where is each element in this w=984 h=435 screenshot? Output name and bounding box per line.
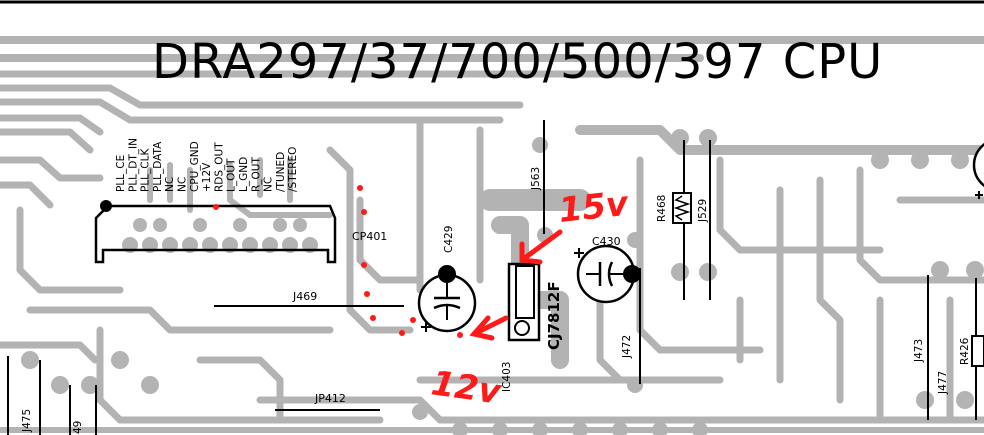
- header-pin-label: PLL_CLK: [140, 148, 152, 192]
- jumper-lines: [7, 120, 977, 435]
- resistor-r468: [672, 192, 692, 224]
- label-cp401: CP401: [352, 230, 387, 243]
- resistor-r426: [971, 335, 984, 367]
- header-pin-label: PLL_DATA: [152, 141, 164, 192]
- label-c430: C430: [592, 235, 621, 248]
- label-j563: J563: [530, 167, 542, 191]
- header-pin-label: NC: [177, 177, 189, 192]
- pin1-marker: [100, 200, 112, 212]
- annotation-input-voltage: 15v: [557, 184, 632, 231]
- header-pin-label: PLL_DT_IN: [127, 138, 139, 192]
- label-jp412: JP412: [314, 392, 346, 405]
- label-j472: J472: [621, 335, 633, 359]
- capacitor-c430: [574, 244, 641, 304]
- regulator-ic403: [507, 262, 541, 342]
- label-j473: J473: [913, 339, 925, 363]
- label-c429: C429: [443, 226, 455, 253]
- header-pin-label: R_OUT: [250, 157, 262, 192]
- board-title: DRA297/37/700/500/397 CPU: [152, 34, 883, 90]
- label-ic403: IC403: [501, 362, 513, 392]
- annotation-output-voltage: 12v: [429, 363, 505, 413]
- capacitor-c429: [417, 265, 477, 333]
- label-r426: R426: [959, 337, 971, 365]
- partial-component-right: [972, 142, 984, 199]
- header-pin-label: PLL_CE: [115, 155, 127, 192]
- header-pin-label: L_GND: [238, 157, 250, 192]
- label-j475: J475: [21, 409, 33, 433]
- header-pin-label: /TUNED: [275, 152, 287, 192]
- header-pin-label: NC: [164, 177, 176, 192]
- copper-traces: [0, 36, 984, 433]
- header-pin-label: NC: [263, 177, 275, 192]
- header-pin-label: /STEREO: [287, 147, 299, 192]
- label-j529: J529: [697, 199, 709, 223]
- label-j49: 49: [72, 421, 84, 434]
- label-ic-part: CJ7812F: [545, 281, 563, 350]
- arrow-to-input: [519, 229, 563, 265]
- label-j477: J477: [937, 371, 949, 395]
- label-j469: J469: [292, 290, 317, 303]
- header-pin-label: +12V: [201, 162, 213, 192]
- arrow-to-output: [469, 315, 509, 341]
- label-r468: R468: [656, 195, 668, 222]
- header-pin-label: CPU_GND: [189, 141, 201, 192]
- header-pin-label: L_OUT: [226, 158, 238, 192]
- header-pin-label: RDS_OUT: [213, 142, 225, 192]
- red-annotations: [213, 185, 463, 338]
